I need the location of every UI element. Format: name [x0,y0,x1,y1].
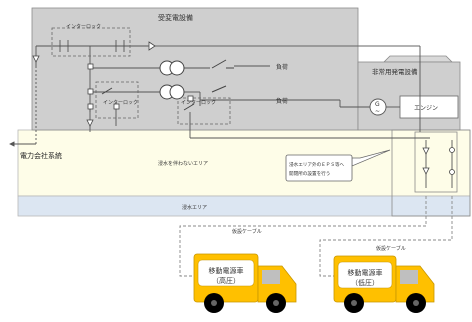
engine-label: エンジン [414,105,438,112]
load-label-2: 負荷 [276,97,288,105]
cable-label-left: 仮設ケーブル [232,228,262,235]
interlock-right-label: インターロック [181,99,216,106]
generator-wave: ~ [375,108,380,115]
emergency-generator-title: 非常用発電設備 [372,67,418,76]
wiring [35,40,453,188]
truck-1-line-1: 移動電源車 [209,266,244,275]
generator-roof [383,55,453,63]
switchgear-cabinet [391,129,471,217]
breakers [87,63,194,110]
load-label-1: 負荷 [276,63,288,71]
interlock-middle-label: インターロック [103,99,138,106]
truck-2-line-1: 移動電源車 [348,268,383,277]
truck-low-voltage [333,255,435,313]
truck-2-line-2: （低圧） [351,278,379,287]
callout-box [285,154,353,182]
callout-line-2: 開閉所の設置を行う [289,170,330,177]
truck-1-line-2: （高圧） [212,276,240,285]
interlock-top-label: インターロック [66,23,101,30]
flood-zone [17,195,471,217]
truck-high-voltage [193,253,297,313]
non-flood-zone-label: 浸水を伴わないエリア [158,160,208,167]
switches [101,59,234,111]
flood-zone-label: 浸水エリア [182,204,207,211]
callout-line-1: 浸水エリア外のＥＰＳ等へ [289,161,345,168]
substation-title: 受変電設備 [158,13,193,22]
temporary-cables [179,196,453,277]
switchgear-inner [414,131,458,193]
interlock-boxes [51,27,231,125]
substation-building [31,7,359,131]
generator-g: G [375,101,380,108]
non-flood-zone [17,129,471,197]
utility-grid-label: 電力会社系統 [20,151,62,160]
indicators [32,41,455,175]
transformers [159,60,185,100]
cable-label-right: 仮設ケーブル [376,245,406,252]
